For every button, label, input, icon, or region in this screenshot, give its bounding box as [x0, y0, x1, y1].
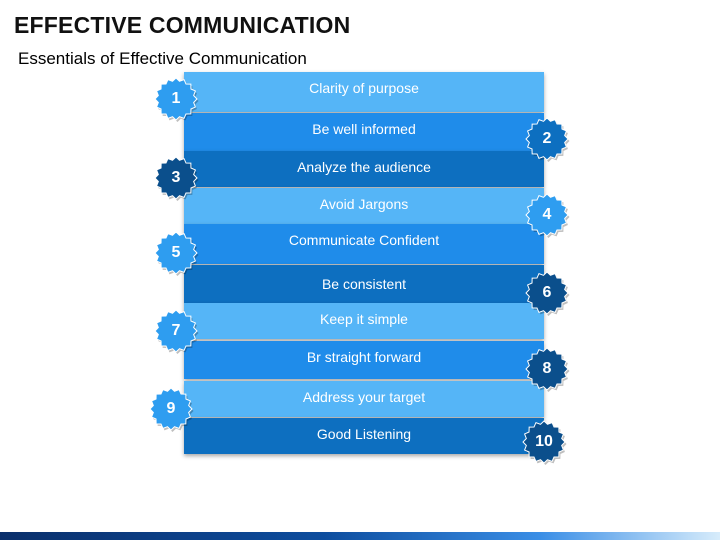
step-label: Clarity of purpose	[309, 80, 419, 96]
step-band-5: Communicate Confident	[184, 224, 544, 264]
step-badge-3: 3	[154, 156, 199, 201]
seal-icon	[525, 271, 570, 316]
seal-icon	[154, 77, 199, 122]
step-number: 2	[542, 130, 552, 147]
step-number: 4	[542, 206, 552, 223]
step-label: Communicate Confident	[288, 232, 440, 248]
step-number: 3	[171, 169, 181, 186]
step-label: Address your target	[302, 389, 426, 405]
footer-gradient-bar	[0, 532, 720, 540]
step-badge-4: 4	[525, 193, 570, 238]
step-number: 1	[171, 90, 181, 107]
step-number: 8	[542, 360, 552, 377]
step-badge-2: 2	[525, 117, 570, 162]
step-band-9: Address your target	[184, 381, 544, 417]
step-number: 10	[535, 433, 553, 450]
step-label: Good Listening	[316, 426, 412, 442]
seal-icon	[149, 387, 194, 432]
step-badge-7: 7	[154, 309, 199, 354]
step-band-7: Keep it simple	[184, 303, 544, 339]
step-band-1: Clarity of purpose	[184, 72, 544, 112]
step-band-6: Be consistent	[184, 265, 544, 303]
step-label: Avoid Jargons	[319, 196, 409, 212]
step-band-3: Analyze the audience	[184, 151, 544, 187]
page-title: EFFECTIVE COMMUNICATION	[14, 12, 351, 38]
seal-icon	[525, 117, 570, 162]
seal-icon	[154, 156, 199, 201]
seal-icon	[525, 193, 570, 238]
step-badge-10: 10	[522, 420, 567, 465]
step-label: Analyze the audience	[297, 159, 431, 175]
step-label: Be well informed	[312, 121, 416, 137]
step-band-8: Br straight forward	[184, 341, 544, 379]
step-band-10: Good Listening	[184, 418, 544, 454]
step-label: Keep it simple	[320, 311, 408, 327]
step-band-4: Avoid Jargons	[184, 188, 544, 224]
step-number: 7	[171, 322, 181, 339]
step-label: Be consistent	[321, 276, 407, 292]
step-badge-1: 1	[154, 77, 199, 122]
seal-icon	[522, 420, 567, 465]
step-badge-5: 5	[154, 231, 199, 276]
step-number: 5	[171, 244, 181, 261]
step-label: Br straight forward	[306, 349, 422, 365]
seal-icon	[154, 231, 199, 276]
step-badge-6: 6	[525, 271, 570, 316]
seal-icon	[154, 309, 199, 354]
step-number: 6	[542, 284, 552, 301]
step-number: 9	[166, 400, 176, 417]
step-band-2: Be well informed	[184, 113, 544, 151]
page-subtitle: Essentials of Effective Communication	[18, 49, 307, 68]
step-badge-8: 8	[525, 347, 570, 392]
seal-icon	[525, 347, 570, 392]
step-badge-9: 9	[149, 387, 194, 432]
